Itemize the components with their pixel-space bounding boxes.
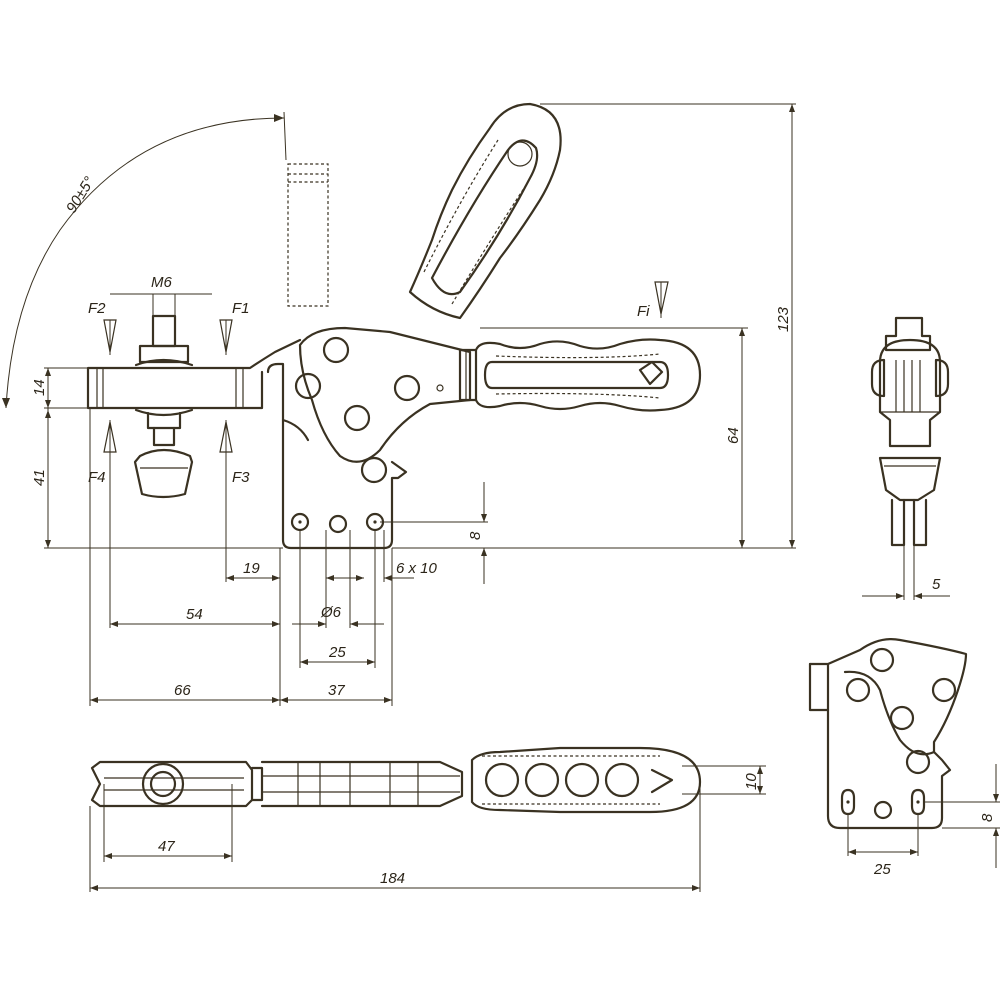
angle-label: 90±5° — [63, 174, 98, 216]
force-f2-label: F2 — [88, 300, 106, 317]
top-view: 47 184 10 — [89, 746, 766, 892]
dim-64: 64 — [725, 427, 742, 444]
dim-base-25: 25 — [873, 861, 891, 878]
dim-14: 14 — [31, 379, 48, 396]
force-f4-label: F4 — [88, 469, 106, 486]
handle-closed — [458, 338, 702, 412]
arm-open-position — [287, 163, 329, 307]
dim-8: 8 — [467, 531, 484, 540]
force-f1-label: F1 — [232, 300, 250, 317]
dim-37: 37 — [328, 682, 345, 699]
dim-123: 123 — [775, 306, 792, 332]
thread-label: M6 — [151, 274, 172, 291]
dim-66: 66 — [174, 682, 191, 699]
dim-top-10: 10 — [743, 773, 760, 790]
clamp-arm — [86, 338, 302, 410]
dim-19: 19 — [243, 560, 260, 577]
base-detail-view: 25 8 — [808, 638, 1000, 878]
angle-arc — [5, 117, 285, 409]
dim-dia6: Ø6 — [320, 604, 342, 621]
dim-side-5: 5 — [932, 576, 941, 593]
dim-top-184: 184 — [380, 870, 405, 887]
dim-base-8: 8 — [979, 813, 996, 822]
dim-top-47: 47 — [158, 838, 175, 855]
spindle — [133, 314, 194, 499]
dim-25: 25 — [328, 644, 346, 661]
force-fi-label: Fi — [637, 303, 650, 320]
pressure-pad — [133, 448, 194, 499]
front-view: 90±5° M6 F2 F1 F4 F3 Fi — [2, 102, 796, 706]
clamp-base — [266, 362, 408, 550]
dim-54: 54 — [186, 606, 203, 623]
force-arrows — [103, 281, 669, 455]
force-f3-label: F3 — [232, 469, 250, 486]
handle-open — [408, 102, 562, 320]
toggle-link — [298, 326, 472, 463]
dim-slot: 6 x 10 — [396, 560, 438, 577]
dim-41: 41 — [31, 469, 48, 486]
side-view: 5 — [862, 316, 950, 600]
